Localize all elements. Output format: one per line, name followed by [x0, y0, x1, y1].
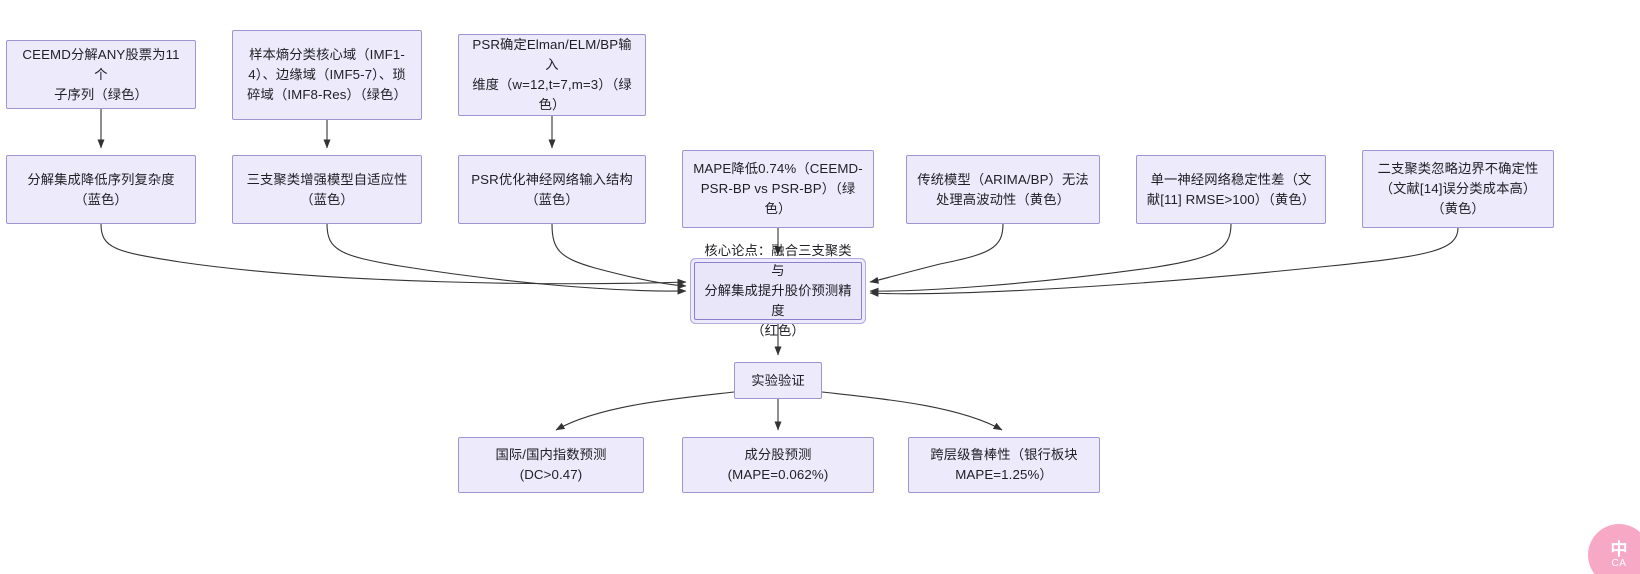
node-label: 跨层级鲁棒性（银行板块 MAPE=1.25%） — [930, 447, 1078, 482]
node-label: 核心论点：融合三支聚类与 分解集成提升股价预测精度 （红色） — [704, 243, 852, 338]
node-n10[interactable]: 二支聚类忽略边界不确定性 （文献[14]误分类成本高） （黄色） — [1362, 150, 1554, 228]
node-label: MAPE降低0.74%（CEEMD- PSR-BP vs PSR-BP）（绿 色… — [693, 161, 863, 216]
node-label: 分解集成降低序列复杂度 （蓝色） — [27, 171, 175, 207]
edge-n11-to-n14 — [821, 391, 1003, 431]
node-n13[interactable]: 成分股预测 (MAPE=0.062%) — [682, 437, 874, 493]
node-label: 二支聚类忽略边界不确定性 （文献[14]误分类成本高） （黄色） — [1377, 161, 1539, 216]
edge-n5-to-core — [326, 223, 687, 295]
node-n11[interactable]: 实验验证 — [734, 362, 822, 399]
node-label: 三支聚类增强模型自适应性 （蓝色） — [246, 171, 408, 207]
node-label: CEEMD分解ANY股票为11个 子序列（绿色） — [22, 46, 180, 102]
edge-n11-to-n12 — [555, 391, 735, 431]
node-n8[interactable]: 传统模型（ARIMA/BP）无法 处理高波动性（黄色） — [906, 155, 1100, 224]
node-n1[interactable]: CEEMD分解ANY股票为11个 子序列（绿色） — [6, 40, 196, 109]
node-n12[interactable]: 国际/国内指数预测 (DC>0.47) — [458, 437, 644, 493]
node-label: PSR确定Elman/ELM/BP输入 维度（w=12,t=7,m=3）（绿 色… — [472, 37, 632, 112]
edge-n9-to-core — [869, 223, 1232, 295]
node-label: 单一神经网络稳定性差（文 献[11] RMSE>100）（黄色） — [1146, 171, 1316, 207]
watermark-main-glyph: 中 — [1610, 540, 1628, 559]
node-label: 实验验证 — [751, 372, 805, 388]
watermark-badge: 中 CA — [1588, 524, 1640, 574]
watermark-sub-glyph: CA — [1611, 558, 1627, 569]
node-n9[interactable]: 单一神经网络稳定性差（文 献[11] RMSE>100）（黄色） — [1136, 155, 1326, 224]
node-label: 传统模型（ARIMA/BP）无法 处理高波动性（黄色） — [917, 171, 1089, 207]
node-label: PSR优化神经网络输入结构 （蓝色） — [471, 171, 633, 207]
node-n6[interactable]: PSR优化神经网络输入结构 （蓝色） — [458, 155, 646, 224]
node-label: 样本熵分类核心域（IMF1- 4）、边缘域（IMF5-7）、琐 碎域（IMF8-… — [247, 47, 407, 102]
edge-n6-to-core — [551, 223, 687, 290]
node-label: 国际/国内指数预测 (DC>0.47) — [495, 447, 607, 482]
edge-n8-to-core — [869, 223, 1004, 284]
node-n3[interactable]: PSR确定Elman/ELM/BP输入 维度（w=12,t=7,m=3）（绿 色… — [458, 34, 646, 116]
node-n14[interactable]: 跨层级鲁棒性（银行板块 MAPE=1.25%） — [908, 437, 1100, 493]
node-n7[interactable]: MAPE降低0.74%（CEEMD- PSR-BP vs PSR-BP）（绿 色… — [682, 150, 874, 228]
edge-n10-to-core — [869, 227, 1459, 297]
node-label: 成分股预测 (MAPE=0.062%) — [727, 447, 829, 482]
node-n2[interactable]: 样本熵分类核心域（IMF1- 4）、边缘域（IMF5-7）、琐 碎域（IMF8-… — [232, 30, 422, 120]
node-core[interactable]: 核心论点：融合三支聚类与 分解集成提升股价预测精度 （红色） — [694, 243, 862, 338]
node-n5[interactable]: 三支聚类增强模型自适应性 （蓝色） — [232, 155, 422, 224]
node-n4[interactable]: 分解集成降低序列复杂度 （蓝色） — [6, 155, 196, 224]
edge-n4-to-core — [100, 223, 687, 286]
